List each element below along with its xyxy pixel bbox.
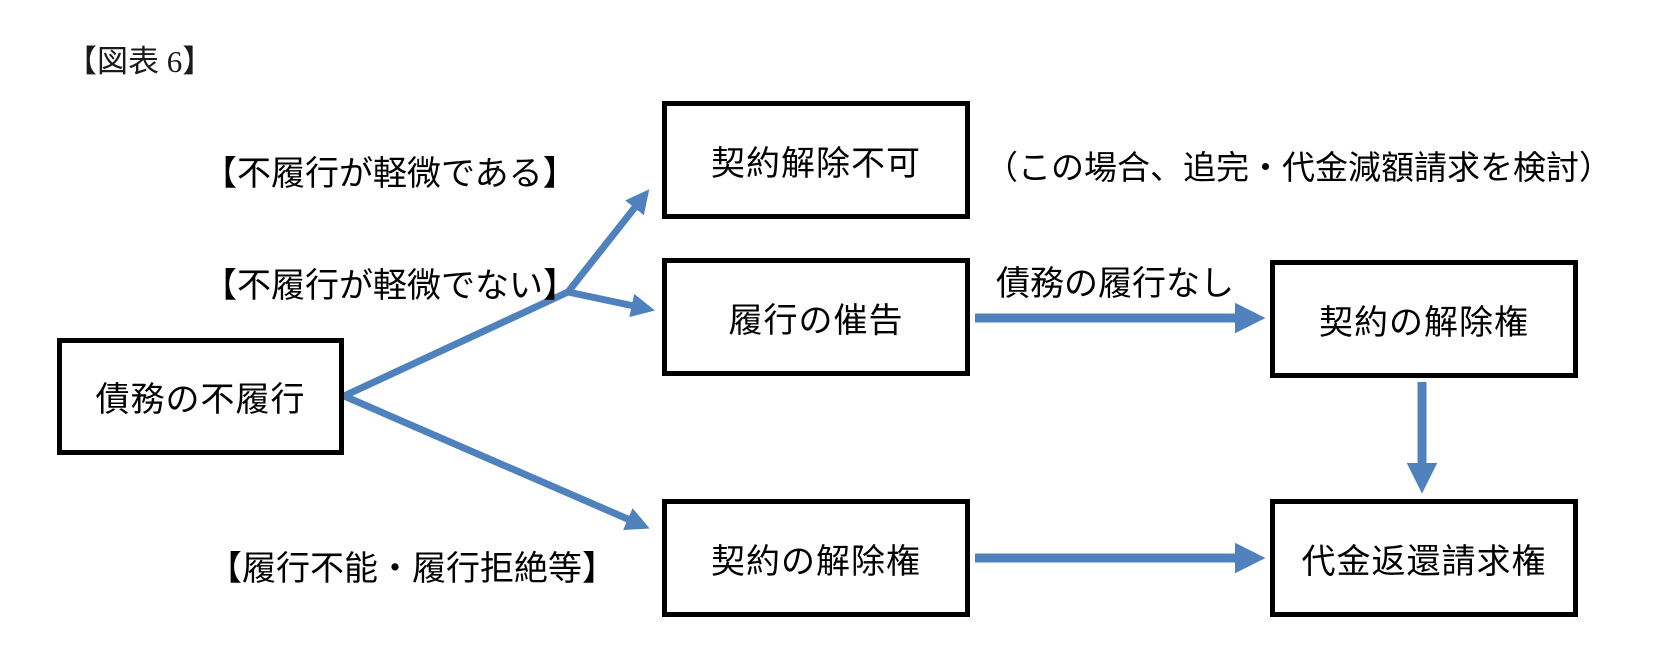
node-right-to-cancel-direct: 契約の解除権 xyxy=(662,499,970,617)
node-label: 契約解除不可 xyxy=(711,144,921,183)
node-right-to-cancel-after-demand: 契約の解除権 xyxy=(1270,260,1578,378)
node-label: 契約の解除権 xyxy=(1319,303,1529,342)
branch-label-minor: 【不履行が軽微である】 xyxy=(203,155,577,193)
arrow-vertex-to-demand xyxy=(567,288,655,318)
arrow-vertex-to-no-cancel xyxy=(565,189,650,295)
node-label: 代金返還請求権 xyxy=(1301,542,1547,581)
branch-label-impossible: 【履行不能・履行拒絶等】 xyxy=(208,550,616,588)
node-label: 債務の不履行 xyxy=(95,381,306,419)
node-source-default-of-obligation: 債務の不履行 xyxy=(57,338,344,455)
arrow-source-to-cancel-bottom xyxy=(342,392,650,530)
node-cancellation-not-allowed: 契約解除不可 xyxy=(662,101,970,219)
node-refund-claim-right: 代金返還請求権 xyxy=(1270,499,1578,617)
node-label: 履行の催告 xyxy=(728,301,904,340)
edge-label-no-performance: 債務の履行なし xyxy=(996,265,1234,303)
figure-title: 【図表 6】 xyxy=(66,44,214,79)
note-remedy-annotation: （この場合、追完・代金減額請求を検討） xyxy=(985,149,1612,186)
branch-label-not-minor: 【不履行が軽微でない】 xyxy=(203,267,577,305)
fork-line-source-to-vertex xyxy=(342,288,570,400)
node-demand-for-performance: 履行の催告 xyxy=(662,258,970,376)
node-label: 契約の解除権 xyxy=(711,542,921,581)
